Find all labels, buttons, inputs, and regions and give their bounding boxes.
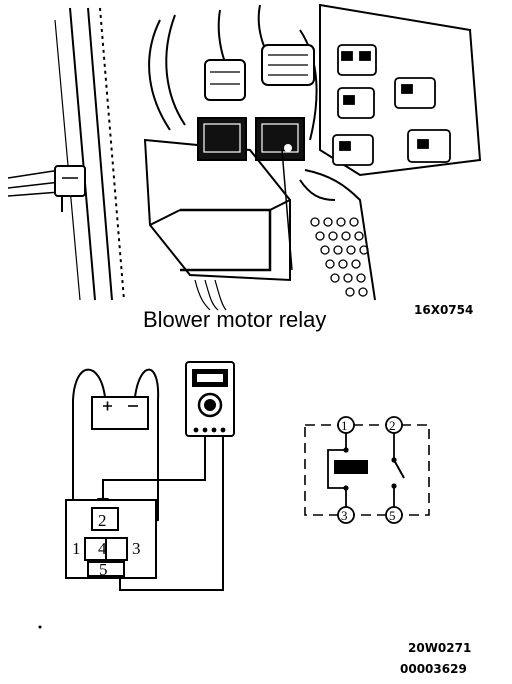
- relay-pin-2: 2: [98, 511, 107, 530]
- photo-caption: Blower motor relay: [143, 307, 326, 332]
- stray-mark: [38, 625, 42, 629]
- document-number: 00003629: [400, 662, 467, 676]
- relay-pin-5: 5: [99, 560, 108, 579]
- relay-pin-4: 4: [98, 539, 107, 558]
- relay-schematic: [304, 416, 430, 524]
- schematic-pin-2: 2: [389, 418, 396, 433]
- photo-code: 16X0754: [414, 303, 473, 317]
- schematic-pin-5: 5: [389, 508, 396, 523]
- schematic-pin-1: 1: [341, 418, 348, 433]
- test-setup: [65, 361, 235, 591]
- coil: [334, 460, 368, 474]
- schematic-pin-3: 3: [341, 508, 348, 523]
- battery: [91, 396, 149, 430]
- relay-pin-1: 1: [72, 539, 81, 558]
- diagram-code: 20W0271: [408, 641, 471, 655]
- under-dash-illustration: [7, 3, 482, 311]
- relay-pin-3: 3: [132, 539, 141, 558]
